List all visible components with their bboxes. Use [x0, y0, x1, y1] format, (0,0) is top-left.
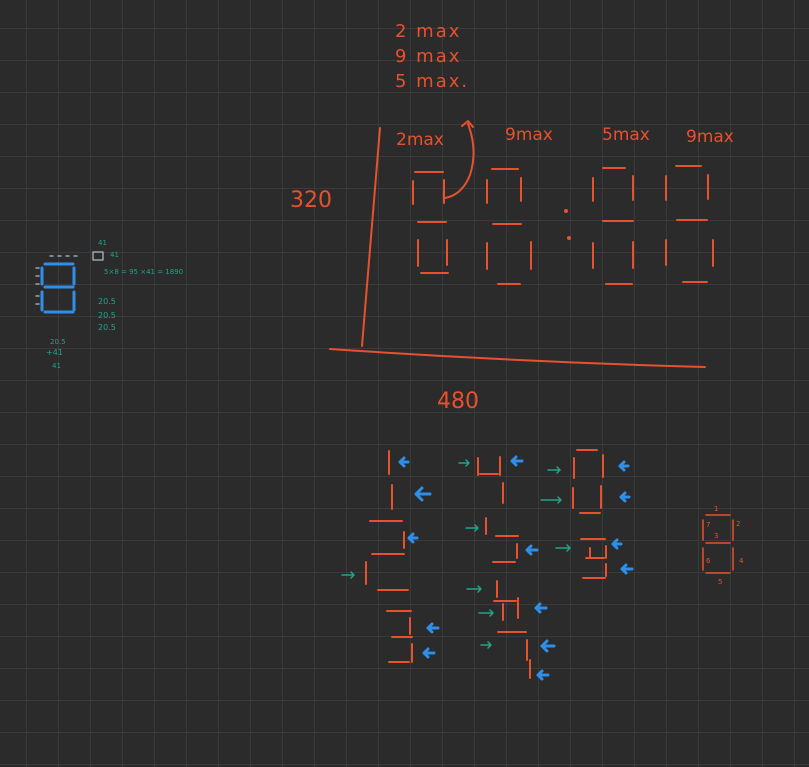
height-label: 320: [290, 188, 332, 213]
small-digit-width-side: 41: [110, 251, 119, 259]
small-digit-height-2: 20.5: [98, 311, 116, 320]
small-digit-area-formula: 5×8 = 95 ×41 = 1890: [104, 268, 183, 276]
segment-number-4: 4: [739, 557, 744, 565]
clock-colon: [564, 209, 571, 240]
column-label-hours-tens: 2max: [396, 130, 444, 150]
max-notes: 2 max 9 max 5 max.: [395, 21, 469, 92]
small-digit-height-3: 20.5: [98, 323, 116, 332]
blue-arrows: [398, 455, 634, 681]
segment-number-6: 6: [706, 557, 711, 565]
horizontal-dimension-line: [329, 348, 706, 368]
column-label-minutes-tens: 5max: [602, 125, 650, 145]
segment-legend: 1 2 3 4 5 6 7: [702, 505, 744, 586]
segment-number-2: 2: [736, 520, 740, 528]
small-digit-width-top: 41: [98, 239, 107, 247]
small-digit-sum-2: +41: [46, 348, 63, 357]
small-digit-diagram: 41 41 5×8 = 95 ×41 = 1890 20.5 20.5 20.5…: [35, 239, 183, 370]
segment-number-1: 1: [714, 505, 718, 513]
vertical-dimension-line: [361, 127, 381, 347]
small-digit-height-1: 20.5: [98, 297, 116, 306]
segment-number-5: 5: [718, 578, 722, 586]
segment-number-7: 7: [706, 521, 710, 529]
arrow-2max-to-digit: [444, 120, 475, 199]
clock-digit-4: [665, 165, 714, 283]
max-note-line-1: 2 max: [395, 21, 461, 42]
teal-arrows: [341, 459, 571, 649]
column-labels: 2max 9max 5max 9max: [396, 125, 734, 150]
small-digit-sum-1: 20.5: [50, 338, 66, 346]
column-label-minutes-ones: 9max: [686, 127, 734, 147]
clock-digit-2: [486, 168, 532, 285]
clock-digit-1: [412, 171, 449, 274]
segment-number-3: 3: [714, 532, 718, 540]
segment-pieces: [365, 449, 607, 679]
max-note-line-3: 5 max.: [395, 71, 469, 92]
clock-digit-3: [592, 167, 634, 285]
max-note-line-2: 9 max: [395, 46, 461, 67]
width-label: 480: [437, 389, 479, 414]
small-digit-sum-3: 41: [52, 362, 61, 370]
column-label-hours-ones: 9max: [505, 125, 553, 145]
